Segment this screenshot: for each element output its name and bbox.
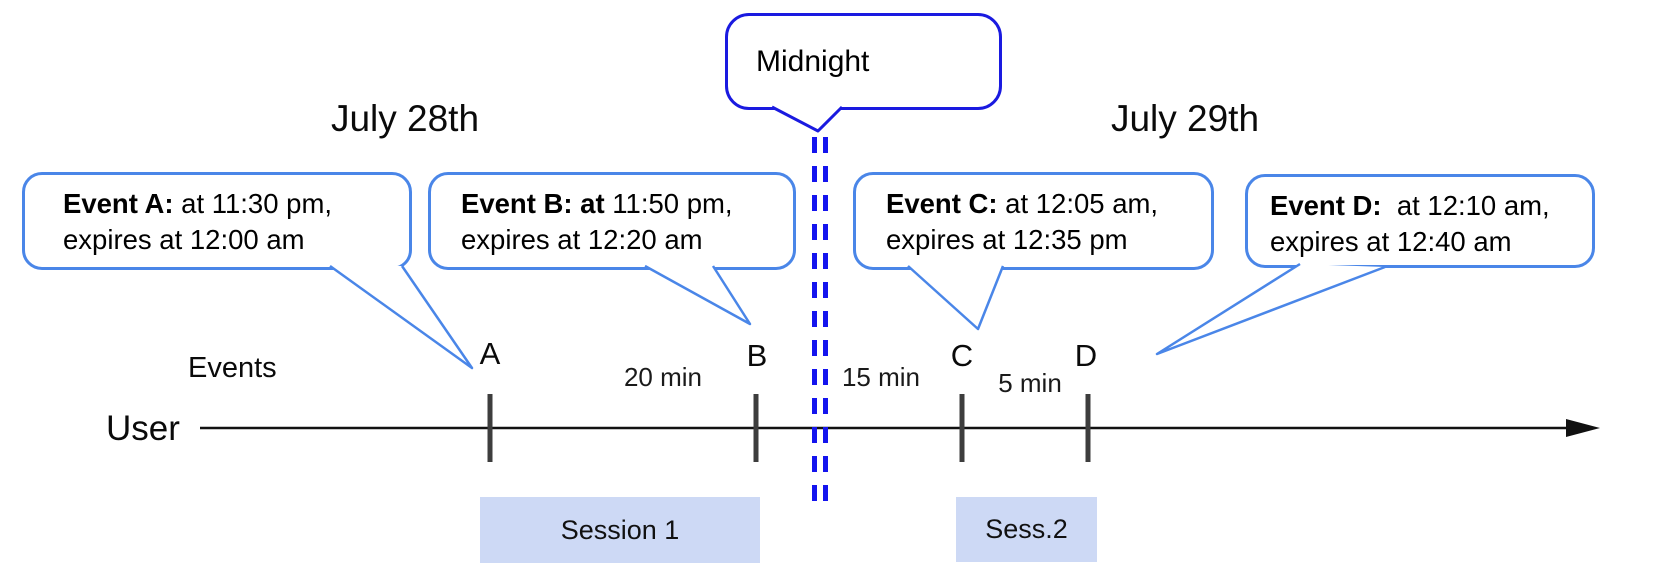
event-c-callout: Event C: at 12:05 am, expires at 12:35 pm xyxy=(853,172,1214,270)
event-d-callout-tail xyxy=(1155,262,1386,356)
midnight-callout-label: Midnight xyxy=(756,44,870,78)
midnight-callout: Midnight xyxy=(725,13,1002,110)
event-a-title: Event A: xyxy=(63,188,174,219)
session-1-label: Session 1 xyxy=(560,514,680,545)
tick-label-c: C xyxy=(950,338,974,373)
event-b-callout-tail xyxy=(644,264,752,326)
event-a-expiry: expires at 12:00 am xyxy=(63,224,305,255)
tick-label-d: D xyxy=(1074,338,1098,373)
event-b-callout: Event B: at 11:50 pm, expires at 12:20 am xyxy=(428,172,796,270)
interval-label-20min: 20 min xyxy=(623,362,703,392)
date-label-july-29: July 29th xyxy=(1110,98,1260,139)
interval-label-15min: 15 min xyxy=(841,362,921,392)
midnight-callout-tail xyxy=(771,105,844,133)
event-d-title: Event D: xyxy=(1270,190,1382,221)
tick-label-b: B xyxy=(746,338,768,373)
event-b-time: 11:50 pm, xyxy=(604,188,733,219)
session-1-box: Session 1 xyxy=(480,497,760,563)
event-d-time: at 12:10 am, xyxy=(1381,190,1550,221)
user-row-label: User xyxy=(106,409,180,448)
session-2-label: Sess.2 xyxy=(985,514,1068,544)
event-d-expiry: expires at 12:40 am xyxy=(1270,226,1512,257)
events-row-label: Events xyxy=(188,352,277,384)
event-a-callout: Event A: at 11:30 pm, expires at 12:00 am xyxy=(22,172,412,270)
event-b-expiry: expires at 12:20 am xyxy=(461,224,703,255)
event-c-time: at 12:05 am, xyxy=(997,188,1159,219)
event-b-title: Event B: at xyxy=(461,188,605,219)
session-2-box: Sess.2 xyxy=(956,497,1097,562)
event-d-callout: Event D: at 12:10 am, expires at 12:40 am xyxy=(1245,174,1595,268)
interval-label-5min: 5 min xyxy=(998,368,1062,398)
event-c-callout-tail xyxy=(907,265,1005,331)
event-a-callout-tail xyxy=(329,264,474,370)
event-c-title: Event C: xyxy=(886,188,998,219)
event-c-expiry: expires at 12:35 pm xyxy=(886,224,1128,255)
tick-label-a: A xyxy=(479,336,501,371)
event-a-time: at 11:30 pm, xyxy=(173,188,333,219)
timeline-arrowhead xyxy=(1566,419,1600,437)
date-label-july-28: July 28th xyxy=(330,98,480,139)
